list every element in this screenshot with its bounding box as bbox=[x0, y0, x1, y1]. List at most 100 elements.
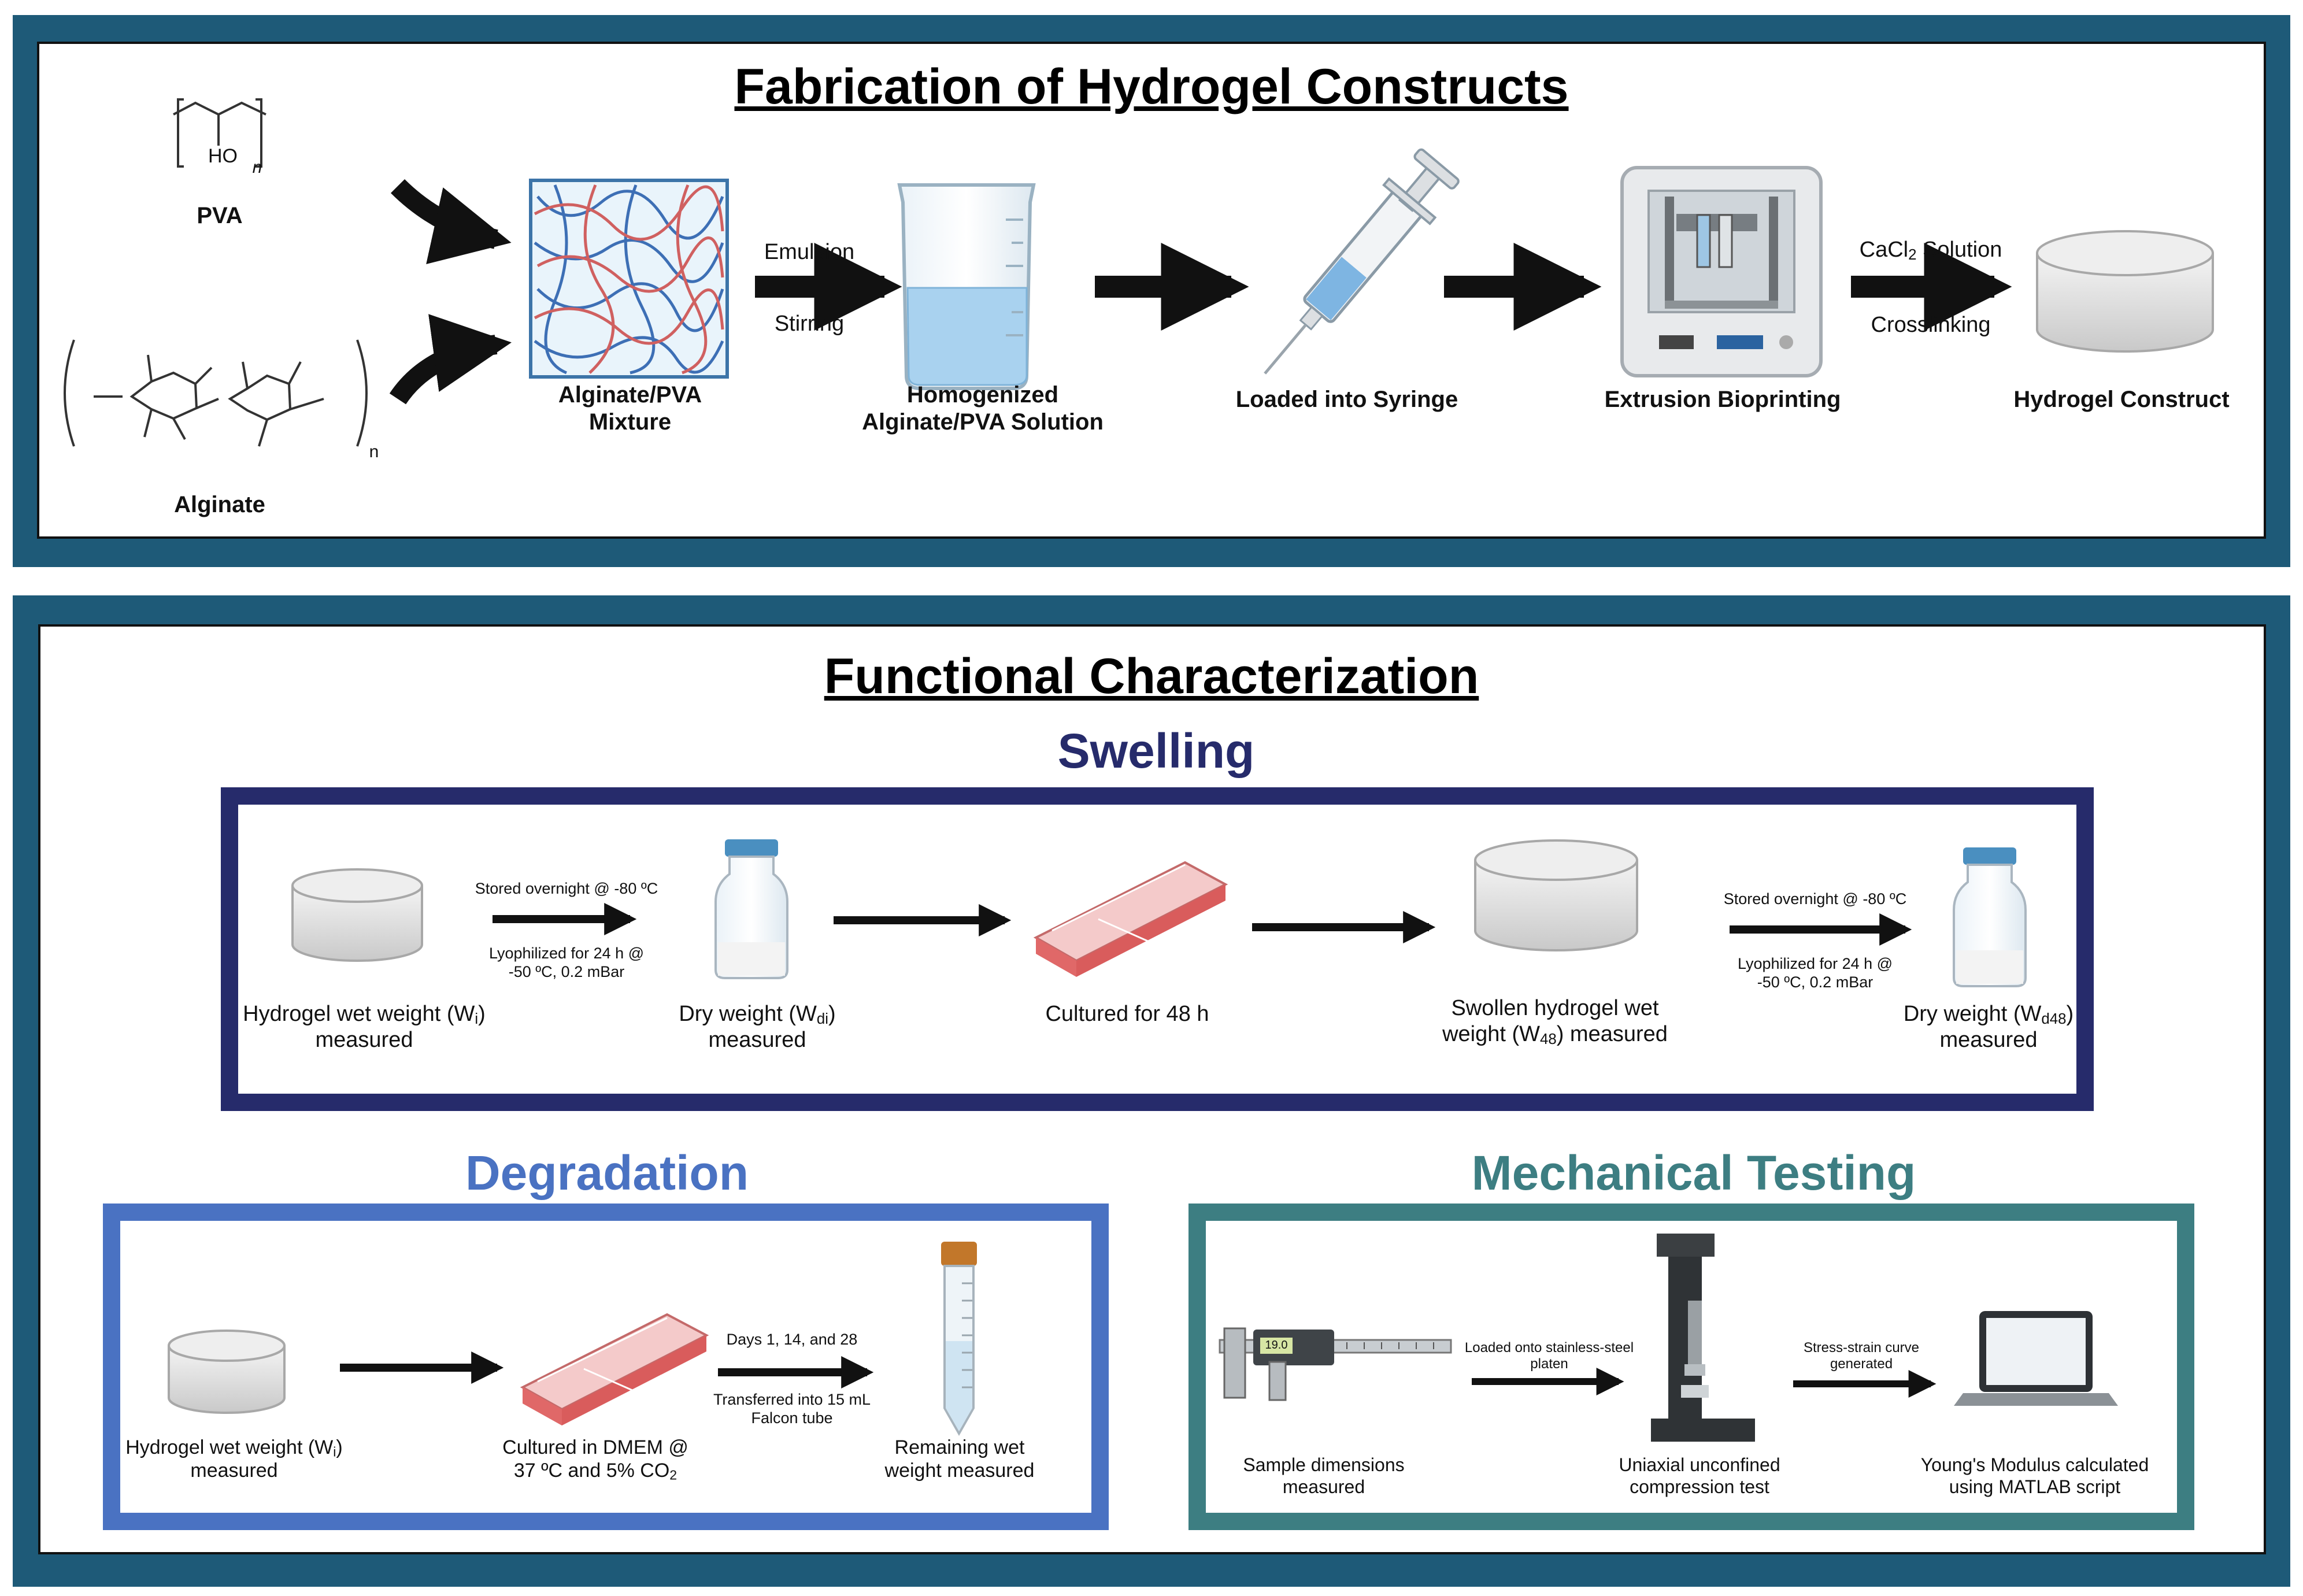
mechanical-arrow1-line-2: platen bbox=[1530, 1356, 1568, 1372]
uniaxial-label: Uniaxial unconfined compression test bbox=[1595, 1454, 1804, 1498]
degradation-cultured-sub: 2 bbox=[669, 1467, 677, 1483]
swelling-arrow1-bottom-label: Lyophilized for 24 h @ -50 ºC, 0.2 mBar bbox=[462, 945, 671, 982]
caliper-readout: 19.0 bbox=[1265, 1339, 1288, 1351]
swelling-vial-icon bbox=[714, 839, 788, 979]
bioprinter-label: Extrusion Bioprinting bbox=[1604, 387, 1841, 412]
beaker-icon bbox=[897, 183, 1036, 390]
swelling-wet-label: Hydrogel wet weight (Wi) measured bbox=[231, 1001, 497, 1053]
degradation-wet-label: Hydrogel wet weight (Wi) measured bbox=[116, 1436, 353, 1482]
swelling-dry48-sub: d48 bbox=[2041, 1011, 2067, 1028]
swelling-cultured-label: Cultured for 48 h bbox=[1045, 1002, 1209, 1026]
swelling-arrow2-bottom-label: Lyophilized for 24 h @ -50 ºC, 0.2 mBar bbox=[1711, 955, 1919, 992]
youngs-line-1: Young's Modulus calculated bbox=[1920, 1454, 2149, 1475]
swelling-arrow2-top-label: Stored overnight @ -80 ºC bbox=[1723, 890, 1907, 908]
degradation-arrow-bottom-1: Transferred into 15 mL bbox=[713, 1391, 871, 1408]
degradation-wet-line-1: Hydrogel wet weight (Wi) bbox=[116, 1436, 353, 1459]
swelling-vial-48-icon bbox=[1953, 847, 2027, 987]
degradation-wet-close: ) bbox=[336, 1436, 343, 1458]
degradation-hydrogel-icon bbox=[168, 1330, 286, 1414]
uniaxial-line-2: compression test bbox=[1630, 1476, 1769, 1497]
laptop-icon bbox=[1954, 1311, 2118, 1406]
alginate-label: Alginate bbox=[174, 492, 265, 517]
swelling-dry48-label: Dry weight (Wd48) measured bbox=[1879, 1001, 2098, 1053]
mechanical-arrow1-line-1: Loaded onto stainless-steel bbox=[1464, 1340, 1634, 1356]
degradation-arrow-bottom-label: Transferred into 15 mL Falcon tube bbox=[699, 1391, 884, 1428]
mixture-label: Alginate/PVA Mixture bbox=[520, 382, 740, 436]
falcon-tube-icon bbox=[941, 1242, 977, 1436]
swollen-tail: ) measured bbox=[1556, 1021, 1668, 1046]
degradation-cultured-line-1: Cultured in DMEM @ bbox=[502, 1436, 688, 1458]
pva-formula-n: n bbox=[252, 158, 262, 177]
swelling-wet-text: Hydrogel wet weight (W bbox=[243, 1002, 475, 1026]
swelling-arrow2-bottom-2: -50 ºC, 0.2 mBar bbox=[1757, 973, 1873, 991]
caliper-icon bbox=[1219, 1327, 1452, 1401]
sample-dimensions-line-1: Sample dimensions bbox=[1243, 1454, 1405, 1475]
sample-dimensions-label: Sample dimensions measured bbox=[1220, 1454, 1428, 1498]
swelling-dry48-close: ) bbox=[2066, 1002, 2074, 1026]
pva-label: PVA bbox=[197, 203, 243, 228]
youngs-line-2: using MATLAB script bbox=[1949, 1476, 2121, 1497]
compression-tester-icon bbox=[1651, 1234, 1755, 1442]
hydrogel-construct-icon bbox=[2036, 230, 2214, 353]
mechanical-title: Mechanical Testing bbox=[1471, 1146, 1916, 1200]
swelling-arrow1-bottom-2: -50 ºC, 0.2 mBar bbox=[508, 962, 625, 980]
alginate-pva-mixture-icon bbox=[529, 179, 729, 379]
mixture-label-line-2: Mixture bbox=[588, 409, 672, 435]
degradation-wet-text: Hydrogel wet weight (W bbox=[125, 1436, 334, 1458]
swelling-dry-sub: di bbox=[816, 1011, 829, 1028]
cacl2-label-sub: 2 bbox=[1908, 247, 1917, 264]
swelling-arrow1-bottom-1: Lyophilized for 24 h @ bbox=[488, 945, 645, 962]
solution-label-line-2: Alginate/PVA Solution bbox=[862, 409, 1104, 435]
bioprinter-icon bbox=[1620, 166, 1823, 377]
sample-dimensions-line-2: measured bbox=[1282, 1476, 1365, 1497]
swelling-hydrogel-icon bbox=[291, 868, 423, 962]
swelling-culture-flask-icon bbox=[1033, 861, 1228, 977]
degradation-arrow-bottom-2: Falcon tube bbox=[751, 1409, 833, 1427]
syringe-label: Loaded into Syringe bbox=[1235, 387, 1458, 412]
swelling-dry-text: Dry weight (W bbox=[679, 1002, 817, 1026]
pva-structure-icon bbox=[173, 98, 266, 168]
swelling-arrow2-bottom-1: Lyophilized for 24 h @ bbox=[1737, 955, 1893, 972]
mechanical-arrow2-line-2: generated bbox=[1830, 1356, 1893, 1372]
stirring-label: Stirring bbox=[774, 312, 845, 336]
youngs-label: Young's Modulus calculated using MATLAB … bbox=[1902, 1454, 2168, 1498]
mixture-label-line-1: Alginate/PVA bbox=[558, 382, 702, 408]
uniaxial-line-1: Uniaxial unconfined bbox=[1619, 1454, 1780, 1475]
remaining-line-2: weight measured bbox=[884, 1460, 1035, 1482]
functional-title: Functional Characterization bbox=[824, 649, 1479, 704]
swelling-dry-line-1: Dry weight (Wdi) bbox=[647, 1001, 867, 1027]
swelling-dry-line-2: measured bbox=[708, 1027, 806, 1052]
mechanical-arrow1-label: Loaded onto stainless-steel platen bbox=[1451, 1340, 1647, 1373]
swollen-hydrogel-icon bbox=[1474, 839, 1638, 951]
cacl2-label-main: CaCl bbox=[1859, 238, 1909, 262]
swelling-wet-line-2: measured bbox=[315, 1027, 413, 1052]
swelling-dry-close: ) bbox=[828, 1002, 836, 1026]
fabrication-title: Fabrication of Hydrogel Constructs bbox=[734, 59, 1569, 114]
swelling-arrow1-top-label: Stored overnight @ -80 ºC bbox=[475, 880, 658, 897]
mechanical-arrow2-line-1: Stress-strain curve bbox=[1803, 1340, 1920, 1356]
curved-arrow-alginate bbox=[389, 314, 512, 405]
degradation-wet-sub: i bbox=[333, 1444, 336, 1460]
remaining-line-1: Remaining wet bbox=[894, 1436, 1025, 1458]
swollen-sub: 48 bbox=[1539, 1031, 1557, 1047]
swelling-wet-sub: i bbox=[475, 1011, 479, 1028]
degradation-wet-line-2: measured bbox=[190, 1460, 278, 1482]
pva-formula-ho: HO bbox=[208, 145, 238, 167]
swelling-dry48-text: Dry weight (W bbox=[1903, 1002, 2042, 1026]
cacl2-label: CaCl2 Solution bbox=[1838, 237, 2023, 263]
solution-label: Homogenized Alginate/PVA Solution bbox=[838, 382, 1127, 436]
alginate-n: n bbox=[369, 442, 379, 461]
swelling-wet-close: ) bbox=[478, 1002, 486, 1026]
swelling-box bbox=[221, 787, 2094, 1111]
degradation-cultured-line-2: 37 ºC and 5% CO2 bbox=[486, 1459, 705, 1482]
emulsion-label: Emulsion bbox=[764, 240, 855, 264]
crosslinking-label: Crosslinking bbox=[1871, 313, 1991, 337]
swollen-label: Swollen hydrogel wet weight (W48) measur… bbox=[1422, 995, 1688, 1047]
swollen-text: weight (W bbox=[1442, 1021, 1540, 1046]
cacl2-label-tail: Solution bbox=[1916, 238, 2002, 262]
swelling-dry-label: Dry weight (Wdi) measured bbox=[647, 1001, 867, 1053]
swelling-wet-line-1: Hydrogel wet weight (Wi) bbox=[231, 1001, 497, 1027]
swollen-line-1: Swollen hydrogel wet bbox=[1451, 996, 1659, 1020]
swelling-title: Swelling bbox=[1057, 724, 1255, 778]
